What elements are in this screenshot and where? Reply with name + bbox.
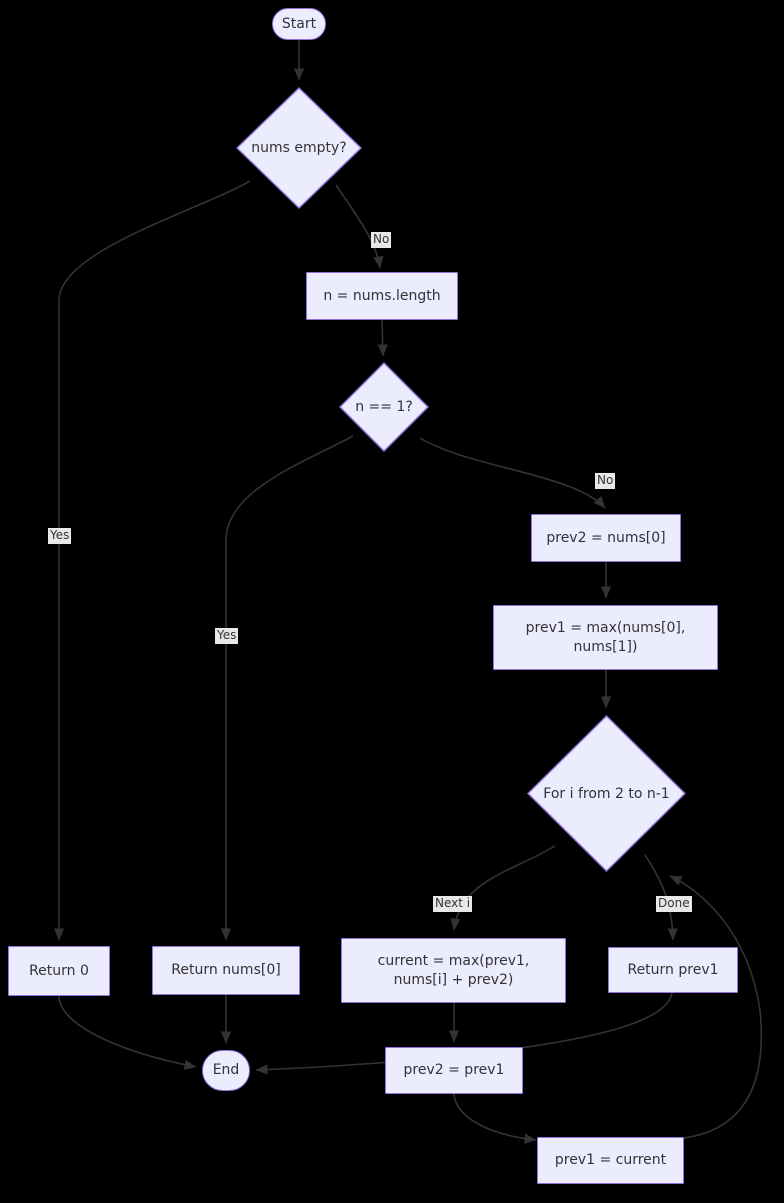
- edge-loop-next-i-to-current-calc: [450, 845, 556, 931]
- edge-label-text: No: [373, 232, 390, 246]
- edge-nums-empty-no-to-n-length: [335, 184, 384, 269]
- edge-label-text: Yes: [217, 628, 237, 642]
- edge-loop-done-to-return-prev1: [644, 854, 678, 941]
- node-prev2-update-label: prev2 = prev1: [403, 1062, 505, 1079]
- node-prev1-init-label: prev1 = max(nums[0], nums[1]): [525, 619, 686, 655]
- node-current-calc[interactable]: current = max(prev1, nums[i] + prev2): [341, 938, 566, 1003]
- edge-prev1-update-to-loop: [669, 875, 763, 1139]
- node-end-label: End: [212, 1062, 240, 1079]
- node-prev1-update-label: prev1 = current: [554, 1152, 667, 1169]
- edge-label-yes-nums-empty: Yes: [48, 528, 72, 544]
- edge-prev2-update-to-prev1-update: [453, 1093, 537, 1144]
- edge-label-yes-n-eq-1: Yes: [215, 628, 239, 644]
- edge-n-length-to-n-eq-1: [377, 319, 388, 357]
- node-n-length-label: n = nums.length: [323, 287, 441, 304]
- node-start[interactable]: Start: [272, 8, 326, 40]
- edge-n-eq-1-no-to-prev2-init: [419, 437, 606, 509]
- edge-label-text: Yes: [50, 528, 70, 542]
- diamond-shape: [527, 715, 686, 872]
- edge-label-next-i: Next i: [433, 896, 473, 912]
- node-return-nums0-label: Return nums[0]: [171, 962, 281, 979]
- node-return-prev1[interactable]: Return prev1: [608, 947, 738, 993]
- node-start-label: Start: [281, 15, 317, 32]
- node-prev2-init-label: prev2 = nums[0]: [546, 529, 666, 546]
- node-return-zero[interactable]: Return 0: [8, 946, 110, 996]
- node-n-eq-1[interactable]: n == 1?: [339, 362, 429, 452]
- edge-label-done: Done: [656, 896, 692, 912]
- diamond-shape: [339, 362, 429, 452]
- node-end[interactable]: End: [202, 1050, 250, 1091]
- node-loop[interactable]: For i from 2 to n-1: [527, 715, 686, 872]
- node-prev1-init[interactable]: prev1 = max(nums[0], nums[1]): [493, 605, 718, 670]
- node-prev2-init[interactable]: prev2 = nums[0]: [531, 514, 681, 562]
- edge-label-text: Done: [658, 896, 690, 910]
- node-n-length[interactable]: n = nums.length: [306, 272, 458, 320]
- node-return-prev1-label: Return prev1: [627, 961, 719, 978]
- node-prev1-update[interactable]: prev1 = current: [537, 1137, 684, 1184]
- diamond-shape: [236, 87, 362, 209]
- node-return-nums0[interactable]: Return nums[0]: [152, 946, 300, 995]
- edge-nums-empty-yes-to-return-zero: [53, 180, 251, 941]
- edge-n-eq-1-yes-to-return-nums0: [220, 435, 354, 941]
- node-prev2-update[interactable]: prev2 = prev1: [385, 1047, 523, 1094]
- edge-label-text: Next i: [435, 896, 471, 910]
- node-return-zero-label: Return 0: [29, 962, 89, 979]
- node-nums-empty[interactable]: nums empty?: [236, 87, 362, 209]
- edge-label-text: No: [597, 473, 614, 487]
- edge-label-no-nums-empty: No: [371, 232, 392, 248]
- node-current-calc-label: current = max(prev1, nums[i] + prev2): [377, 952, 530, 988]
- edge-return-zero-to-end: [58, 995, 197, 1070]
- edge-label-no-n-eq-1: No: [595, 473, 616, 489]
